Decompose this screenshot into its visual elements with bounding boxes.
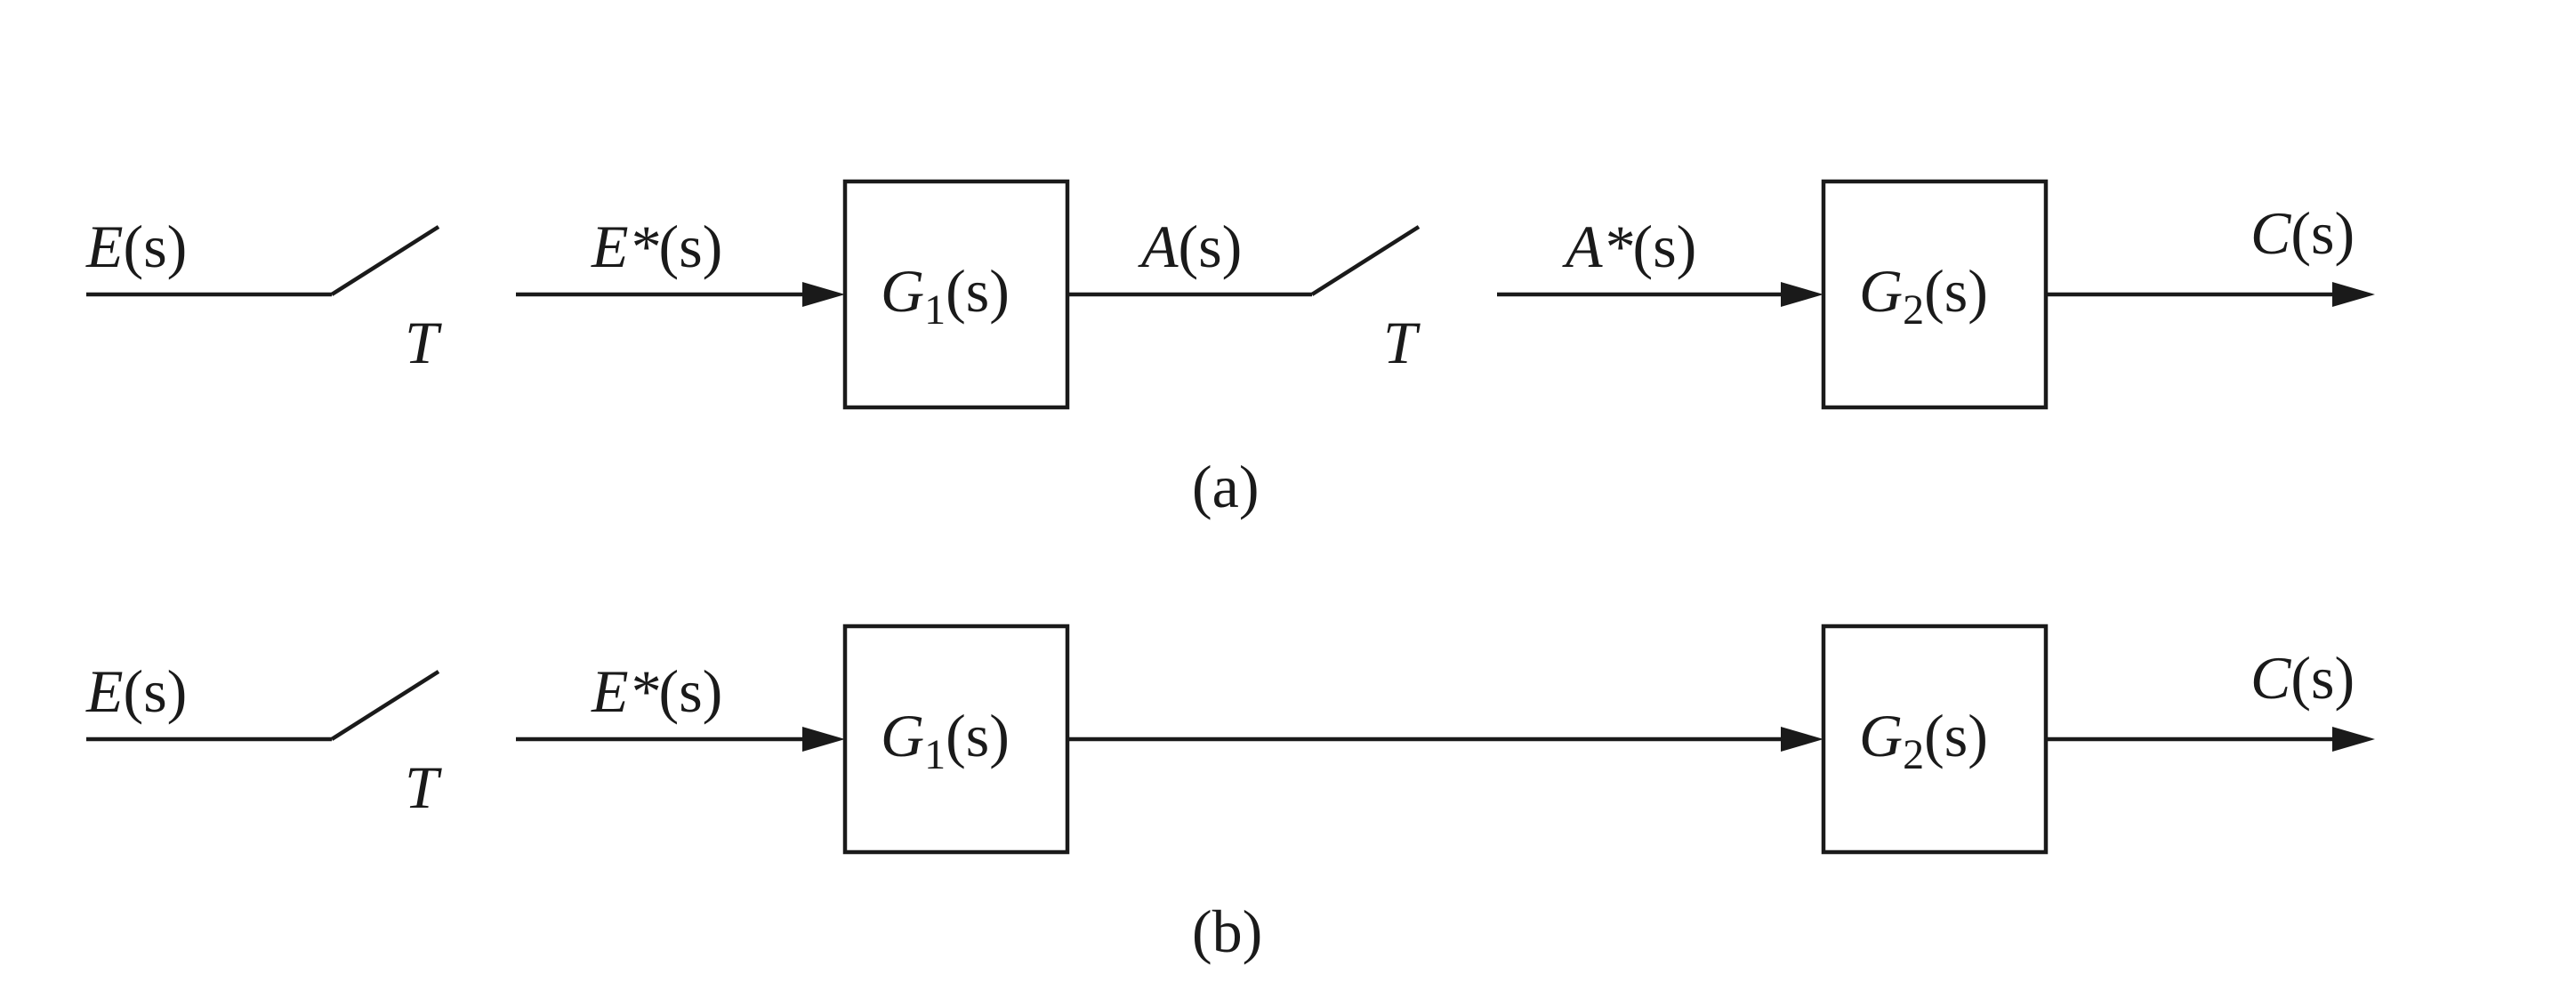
b-sampled-1-label: E*(s) [591, 657, 722, 725]
a-caption: (a) [1192, 453, 1259, 520]
b-arrowhead-1 [802, 727, 845, 752]
a-sampler-1-label: T [405, 309, 442, 376]
b-arrowhead-output [2332, 727, 2375, 752]
b-arrowhead-2 [1781, 727, 1823, 752]
a-sampler-2-switch [1310, 225, 1421, 296]
a-block-g2 [1821, 179, 2049, 410]
a-input-label: E(s) [85, 213, 187, 280]
a-block-g1 [842, 179, 1070, 410]
b-output-label: C(s) [2250, 644, 2355, 712]
diagram-b: E(s) T E*(s) G1(s) G2(s) C(s) (b) [85, 624, 2375, 965]
a-output-label: C(s) [2250, 199, 2355, 267]
a-sampler-2-label: T [1383, 309, 1421, 376]
a-arrowhead-output [2332, 282, 2375, 307]
a-block-g2-label: G2(s) [1859, 257, 1988, 334]
a-arrowhead-1 [802, 282, 845, 307]
b-block-g1 [842, 624, 1070, 855]
b-sampler-1-label: T [405, 753, 442, 821]
b-caption: (b) [1192, 897, 1262, 965]
a-sampled-1-label: E*(s) [591, 213, 722, 280]
a-sampled-2-label: A*(s) [1562, 213, 1696, 280]
a-block-g1-label: G1(s) [881, 257, 1010, 334]
b-block-g1-label: G1(s) [881, 702, 1010, 778]
b-input-label: E(s) [85, 657, 187, 725]
a-sampler-1-switch [330, 225, 440, 296]
b-block-g2-label: G2(s) [1859, 702, 1988, 778]
a-intermediate-label: A(s) [1138, 213, 1242, 280]
diagram-a: E(s) T E*(s) G1(s) A(s) T A*(s) G2(s) C(… [85, 179, 2375, 520]
a-arrowhead-2 [1781, 282, 1823, 307]
b-sampler-1-switch [330, 670, 440, 741]
